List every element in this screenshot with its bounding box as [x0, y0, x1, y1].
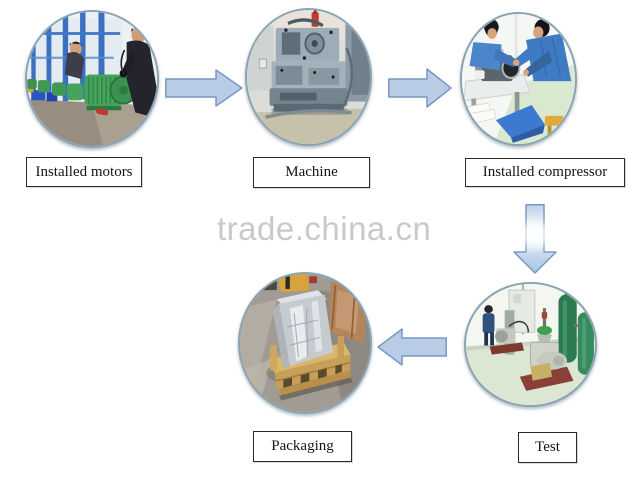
label-installed-compressor: Installed compressor: [465, 158, 625, 187]
label-installed-motors: Installed motors: [26, 157, 142, 187]
right-arrow-icon: [388, 68, 452, 108]
packaged-crate-illustration: [240, 274, 370, 412]
machine-tool-illustration: [247, 10, 370, 144]
machine-photo: [245, 8, 372, 146]
worker-figure: [64, 41, 85, 79]
installed-motors-photo: [25, 10, 159, 148]
step-label: Machine: [285, 164, 338, 180]
packaging-photo: [238, 272, 372, 414]
step-label: Installed motors: [35, 163, 133, 180]
worker-figure: [513, 19, 572, 82]
compressor-assembly-illustration: [462, 14, 575, 144]
label-machine: Machine: [253, 157, 370, 188]
watermark-text: trade.china.cn: [217, 210, 432, 247]
worker-figure: [469, 18, 519, 71]
test-photo: [464, 282, 597, 407]
right-arrow-icon: [165, 69, 243, 107]
installed-compressor-photo: [460, 12, 577, 146]
test-room-illustration: [466, 284, 595, 405]
down-arrow-icon: [513, 204, 557, 274]
left-arrow-icon: [377, 328, 447, 366]
step-label: Test: [535, 439, 560, 455]
step-label: Packaging: [271, 438, 334, 454]
factory-motors-illustration: [27, 12, 157, 146]
step-label: Installed compressor: [482, 164, 608, 180]
label-packaging: Packaging: [253, 431, 352, 462]
worker-figure: [482, 305, 495, 346]
label-test: Test: [518, 432, 577, 463]
